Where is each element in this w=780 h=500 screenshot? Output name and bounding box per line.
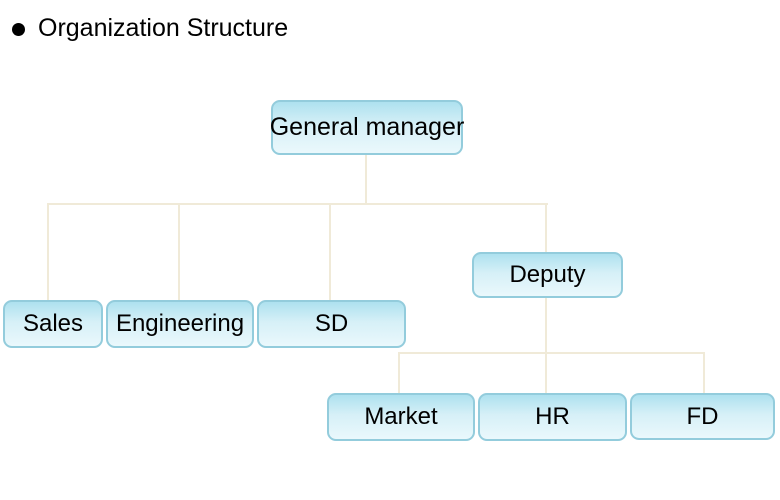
node-sales-label: Sales [22,310,84,337]
bullet-icon [12,23,25,36]
node-sales: Sales [3,300,103,348]
node-fd: FD [630,393,775,440]
node-market: Market [327,393,475,441]
node-sd-label: SD [314,310,349,337]
node-general-manager: General manager [269,100,465,155]
node-general-manager-label: General manager [269,113,465,141]
page-title: Organization Structure [38,14,289,42]
node-fd-label: FD [686,402,719,430]
node-hr-label: HR [535,403,570,430]
node-hr: HR [478,393,627,441]
node-deputy: Deputy [472,252,623,298]
node-sd: SD [257,300,406,348]
node-deputy-label: Deputy [509,261,586,288]
node-engineering: Engineering [106,300,254,348]
node-engineering-label: Engineering [115,310,245,337]
connector-path [47,155,705,394]
node-market-label: Market [364,403,438,430]
title-row: Organization Structure [8,14,288,43]
